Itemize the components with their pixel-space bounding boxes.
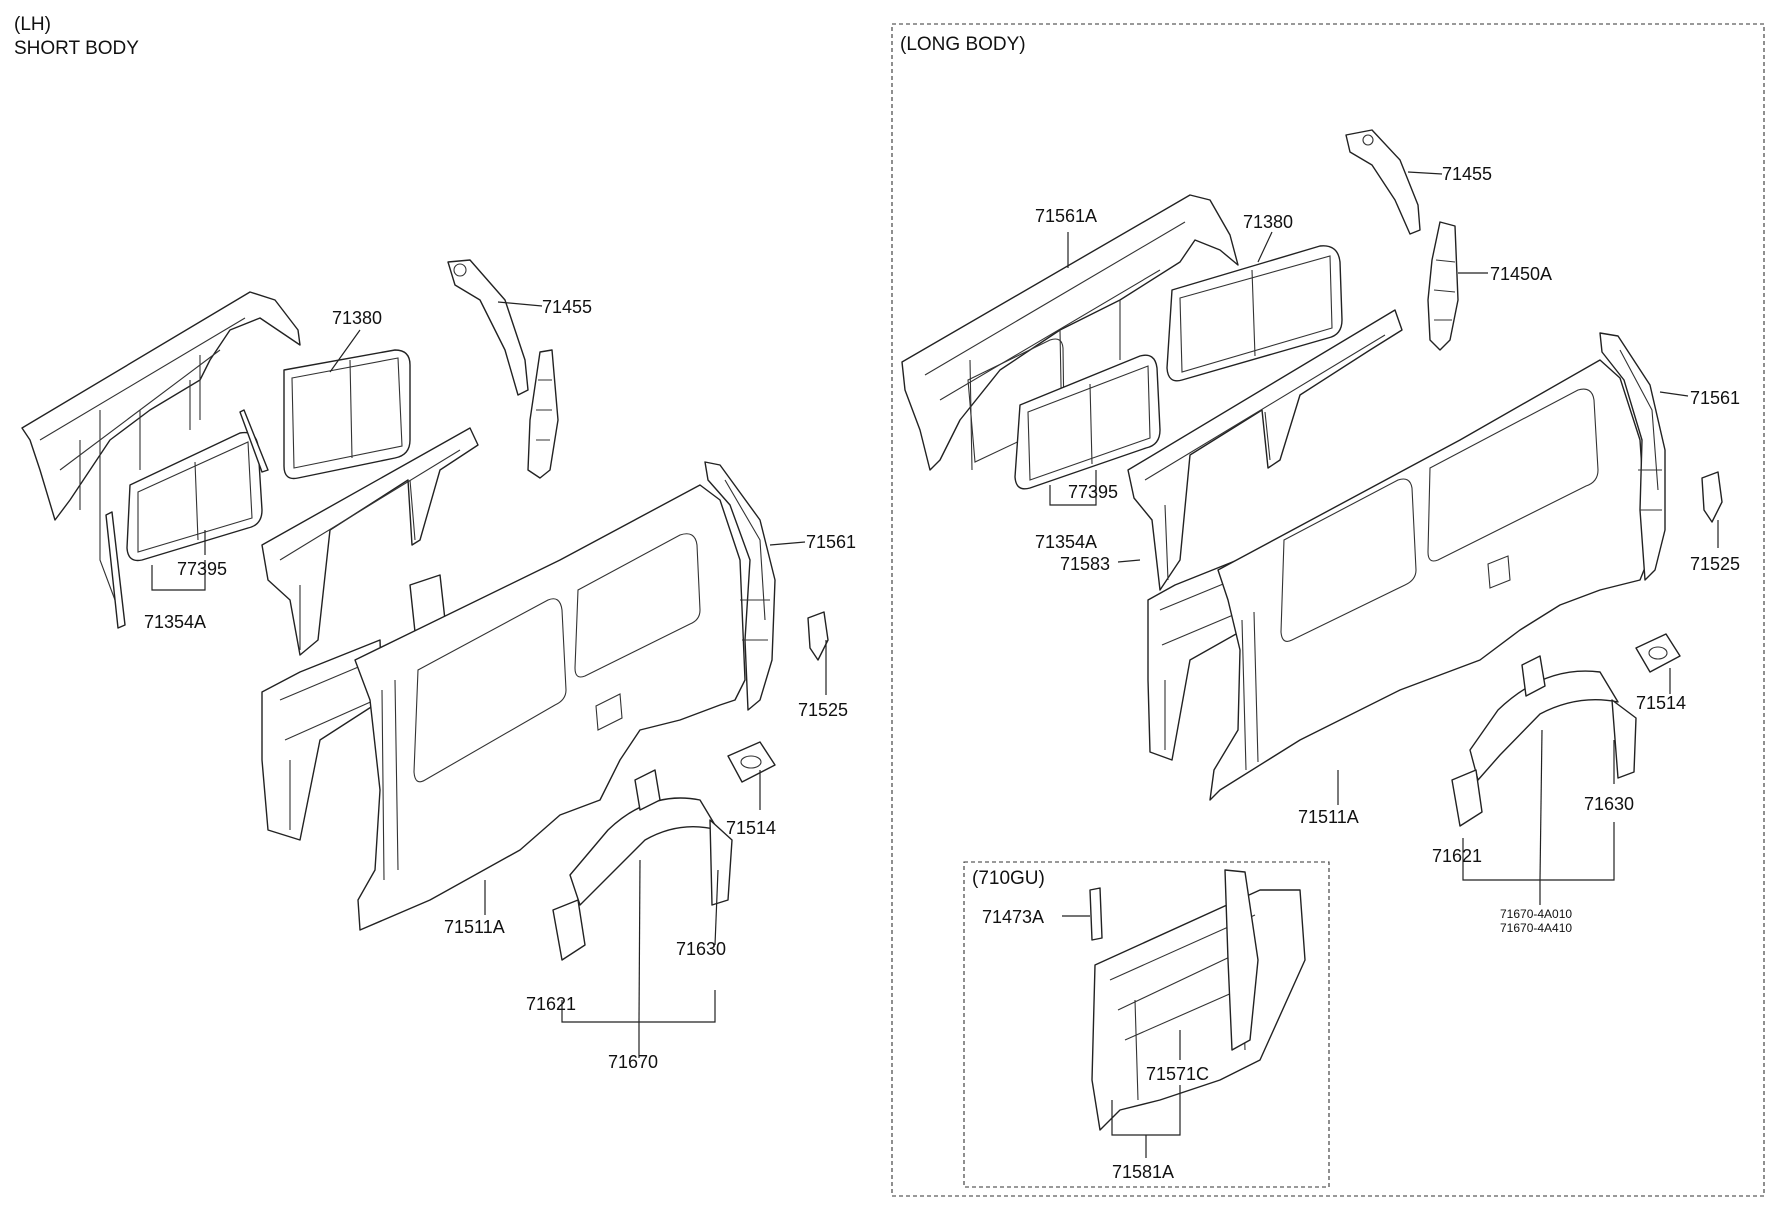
part-71670-long [1451,655,1637,827]
label-71561-long: 71561 [1690,388,1740,408]
part-71511a-long [1209,359,1649,801]
label-71354a-long: 71354A [1035,532,1097,552]
label-71621: 71621 [526,994,576,1014]
label-71473a: 71473A [982,907,1044,927]
part-77395-short [126,431,263,562]
label-71571c: 71571C [1146,1064,1209,1084]
label-71561a: 71561A [1035,206,1097,226]
part-71455-short [447,259,529,396]
label-71525-long: 71525 [1690,554,1740,574]
label-71455-long: 71455 [1442,164,1492,184]
part-71380-short [283,349,411,480]
label-71581a: 71581A [1112,1162,1174,1182]
part-71561a-short [21,291,301,601]
label-71455: 71455 [542,297,592,317]
label-71514-long: 71514 [1636,693,1686,713]
label-71511a: 71511A [444,917,505,937]
trim-strip2-short [239,409,269,473]
label-71380-long: 71380 [1243,212,1293,232]
710gu-title: (710GU) [972,868,1045,889]
long-body-section: (LONG BODY) [891,23,1765,1197]
710gu-frame [963,861,1330,1188]
part-71514-short [727,741,776,783]
label-71450a: 71450A [1490,264,1552,284]
710gu-section: (710GU) 71473A 71571C 71581A [963,861,1330,1188]
label-71630-long: 71630 [1584,794,1634,814]
part-71450a-long [1427,221,1459,351]
part-71473a [1089,887,1103,941]
short-body-section: (LH) SHORT BODY [14,14,856,1072]
long-body-title: (LONG BODY) [900,34,1026,55]
label-71621-long: 71621 [1432,846,1482,866]
part-71571c-long [1091,869,1306,1131]
label-71670-4a010: 71670-4A010 [1500,907,1572,921]
leaders-long [1049,171,1719,905]
part-71525-short [807,611,829,661]
leaders-short [151,301,827,1058]
label-77395-long: 77395 [1068,482,1118,502]
part-71571c-short [261,639,383,841]
part-71561-long [1599,332,1666,581]
label-71514: 71514 [726,818,776,838]
part-71670-short [552,769,733,961]
part-71450a-short [527,349,559,479]
short-body-title: SHORT BODY [14,38,139,59]
part-71561a-long [901,194,1239,471]
part-71514-long [1635,633,1681,673]
part-71525-long [1701,471,1723,523]
label-71630: 71630 [676,939,726,959]
label-71380: 71380 [332,308,382,328]
label-71583: 71583 [1060,554,1110,574]
part-71455-long [1345,129,1421,235]
long-body-frame [891,23,1765,1197]
label-71670-4a410: 71670-4A410 [1500,921,1572,935]
label-71354a: 71354A [144,612,206,632]
part-77395-long [1014,354,1161,490]
label-77395: 77395 [177,559,227,579]
part-71583-long [1127,309,1403,591]
trim-strip-short [105,511,126,629]
part-71583-short [261,427,479,656]
label-71561: 71561 [806,532,856,552]
label-71511a-long: 71511A [1298,807,1359,827]
side-label: (LH) [14,14,51,35]
part-71571c-long-body [1147,554,1253,761]
part-71511a-short [354,484,746,931]
part-71561-short [704,461,776,711]
label-71525: 71525 [798,700,848,720]
part-71380-long [1166,245,1343,382]
label-71670: 71670 [608,1052,658,1072]
